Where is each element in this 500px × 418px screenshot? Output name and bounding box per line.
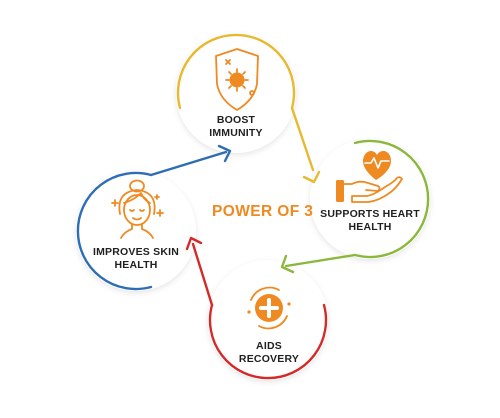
arrow-immunity-to-heart xyxy=(290,106,321,184)
label-supports-heart-health-line2: HEALTH xyxy=(348,221,392,233)
outer-arc-bottom xyxy=(258,315,288,330)
arc-dot-right xyxy=(287,302,291,306)
label-supports-heart-health: SUPPORTS HEART HEALTH xyxy=(312,208,428,234)
label-aids-recovery: AIDS RECOVERY xyxy=(219,340,319,366)
arrow-heart-to-recovery xyxy=(280,253,357,274)
label-improves-skin-health-line2: HEALTH xyxy=(114,259,158,271)
virus-spikes xyxy=(225,68,249,92)
pulse-line xyxy=(364,157,390,169)
connector-yellow xyxy=(290,106,315,172)
label-improves-skin-health-line1: IMPROVES SKIN xyxy=(92,246,180,258)
label-aids-recovery-line1: AIDS xyxy=(256,340,282,352)
label-improves-skin-health: IMPROVES SKIN HEALTH xyxy=(80,246,192,272)
mouth xyxy=(132,217,142,221)
node-disc-heart xyxy=(310,139,430,259)
label-boost-immunity-line1: BOOST xyxy=(216,114,256,126)
node-disc-skin xyxy=(76,171,196,291)
arrowhead-green xyxy=(280,254,295,274)
ring-immunity xyxy=(176,33,296,110)
arrowhead-blue xyxy=(217,144,232,163)
connector-green xyxy=(284,253,357,268)
virus-shield-icon xyxy=(215,48,259,111)
arrow-recovery-to-skin xyxy=(185,236,214,307)
sparkle-left xyxy=(111,199,119,207)
hair-bun xyxy=(129,179,145,193)
neck-shoulders xyxy=(120,224,154,239)
connector-red xyxy=(191,242,214,307)
hand-shape xyxy=(342,176,403,203)
face-outline xyxy=(123,194,151,226)
label-boost-immunity: BOOST IMMUNITY xyxy=(186,114,286,140)
arrow-skin-to-immunity xyxy=(149,144,232,177)
label-boost-immunity-line2: IMMUNITY xyxy=(209,127,263,139)
ring-skin xyxy=(76,171,153,291)
woman-face-icon xyxy=(111,179,164,239)
medical-cross-icon xyxy=(247,286,291,330)
label-supports-heart-health-line1: SUPPORTS HEART xyxy=(320,208,420,220)
hand-cuff xyxy=(336,180,344,202)
cross-plus xyxy=(259,298,279,318)
arrowhead-yellow xyxy=(302,170,321,184)
virus-dot-small xyxy=(249,90,255,96)
label-aids-recovery-line2: RECOVERY xyxy=(238,353,300,365)
node-disc-immunity xyxy=(176,33,296,153)
heart-hand-icon xyxy=(336,151,403,203)
arc-dot-left xyxy=(247,310,251,314)
eyes xyxy=(129,209,145,212)
hair-outline xyxy=(118,189,156,215)
connector-blue xyxy=(149,150,228,177)
ring-heart xyxy=(353,139,430,259)
sparkle-right xyxy=(156,209,164,217)
sparkle-cross xyxy=(225,59,231,65)
outer-arc-top xyxy=(250,286,280,301)
arrowhead-red xyxy=(185,236,203,251)
shield-outline xyxy=(215,48,259,111)
hair-fringe xyxy=(123,192,151,204)
center-title: POWER OF 3 xyxy=(212,203,314,220)
virus-body xyxy=(229,72,245,88)
ring-recovery xyxy=(208,303,328,380)
sparkle-small xyxy=(154,194,160,200)
